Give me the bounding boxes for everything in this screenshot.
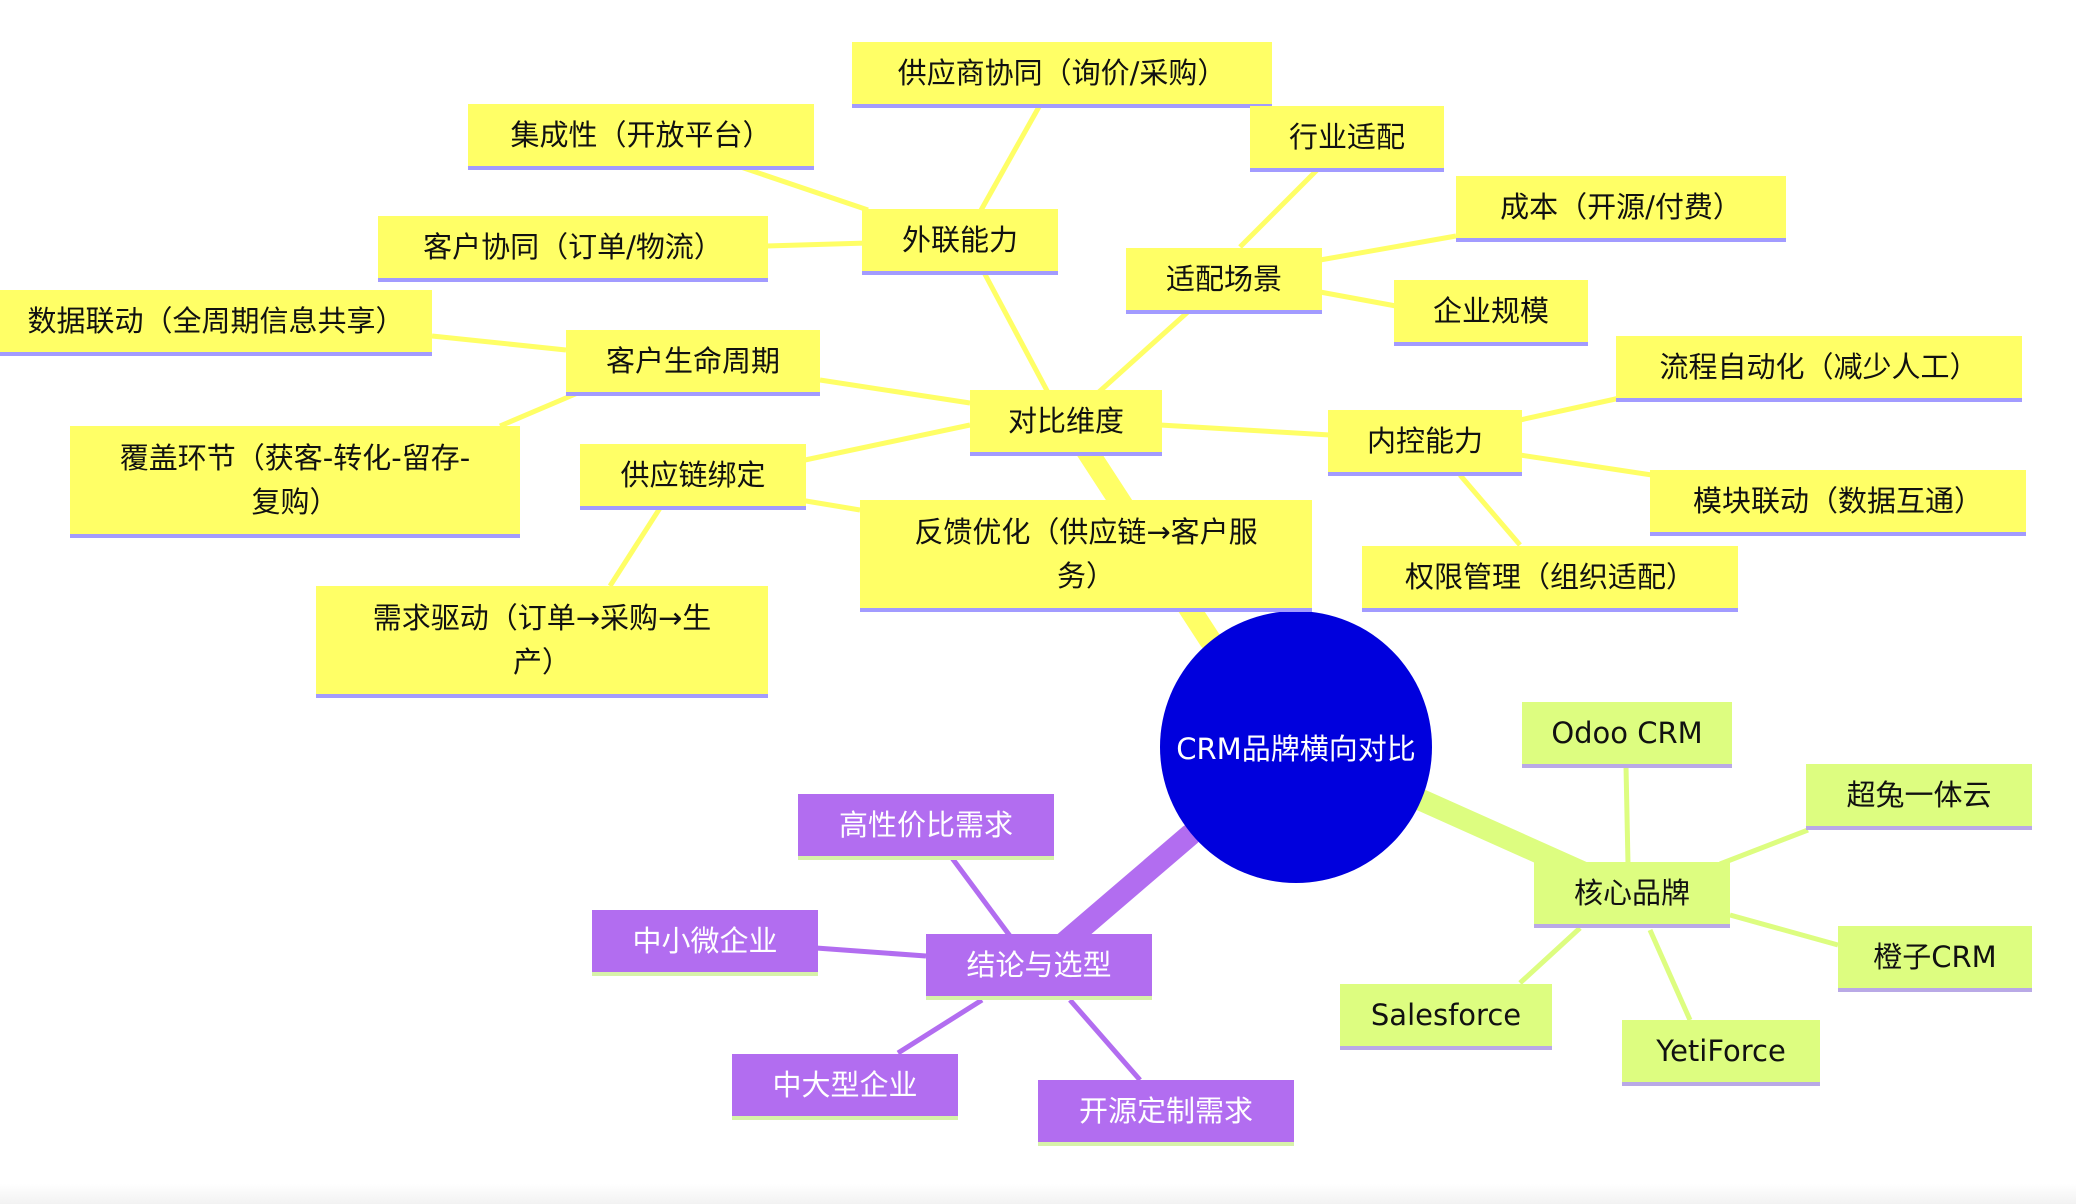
edge-dim-scenarios [1088, 308, 1192, 402]
node-integration-label: 集成性（开放平台） [510, 118, 772, 152]
node-supplier-collab-label: 供应商协同（询价/采购） [897, 56, 1227, 90]
node-permission[interactable]: 权限管理（组织适配） [1362, 546, 1738, 612]
edge-sc-cost [1319, 233, 1457, 263]
edge-scb-demand [607, 506, 663, 588]
node-customer-collab[interactable]: 客户协同（订单/物流） [378, 216, 768, 282]
node-large[interactable]: 中大型企业 [732, 1054, 958, 1120]
edge-brand-chaotu [1719, 827, 1809, 867]
node-internal[interactable]: 内控能力 [1328, 410, 1522, 476]
node-automation[interactable]: 流程自动化（减少人工） [1616, 336, 2022, 402]
edge-con-large [896, 997, 984, 1056]
node-automation-label: 流程自动化（减少人工） [1659, 350, 1979, 384]
node-dimensions-label: 对比维度 [1007, 404, 1124, 438]
node-brand-salesforce[interactable]: Salesforce [1340, 984, 1552, 1050]
edge-con-value [949, 856, 1013, 938]
edge-dim-feedback [799, 497, 861, 513]
edge-ic-module [1519, 452, 1653, 478]
root-node-label: CRM品牌横向对比 [1176, 732, 1416, 766]
node-brand-yetiforce-label: YetiForce [1656, 1034, 1786, 1068]
node-conclusion-label: 结论与选型 [966, 948, 1112, 982]
edge-con-opensource [1068, 998, 1142, 1082]
node-opensource[interactable]: 开源定制需求 [1038, 1080, 1294, 1146]
node-supplier-collab[interactable]: 供应商协同（询价/采购） [852, 42, 1272, 108]
node-cost[interactable]: 成本（开源/付费） [1456, 176, 1786, 242]
node-coverage[interactable]: 覆盖环节（获客-转化-留存-复购） [70, 426, 520, 538]
node-external-label: 外联能力 [901, 223, 1018, 257]
node-lifecycle[interactable]: 客户生命周期 [566, 330, 820, 396]
node-brands-label: 核心品牌 [1573, 876, 1690, 910]
edge-lc-coverage [499, 389, 581, 429]
node-brand-odoo[interactable]: Odoo CRM [1522, 702, 1732, 768]
node-lifecycle-label: 客户生命周期 [605, 344, 780, 378]
node-cost-label: 成本（开源/付费） [1500, 190, 1742, 224]
node-brand-chengzi-label: 橙子CRM [1873, 940, 1997, 974]
node-brand-yetiforce[interactable]: YetiForce [1622, 1020, 1820, 1086]
edge-ic-automation [1519, 395, 1621, 423]
node-internal-label: 内控能力 [1366, 424, 1483, 458]
node-module-link[interactable]: 模块联动（数据互通） [1650, 470, 2026, 536]
edge-brand-chengzi [1729, 912, 1839, 948]
node-conclusion[interactable]: 结论与选型 [926, 934, 1152, 1000]
edge-dim-supply [804, 422, 971, 463]
node-opensource-label: 开源定制需求 [1078, 1094, 1253, 1128]
node-industry-label: 行业适配 [1288, 120, 1405, 154]
bottom-fade [0, 1184, 2076, 1204]
node-supply-chain[interactable]: 供应链绑定 [580, 444, 806, 510]
edge-dim-internal [1159, 422, 1331, 438]
node-industry[interactable]: 行业适配 [1250, 106, 1444, 172]
edge-con-smb [815, 945, 927, 959]
node-supply-chain-label: 供应链绑定 [620, 458, 766, 492]
edge-sc-scale [1319, 289, 1397, 309]
edge-brand-odoo [1623, 765, 1631, 865]
edge-ic-permission [1458, 473, 1522, 547]
node-external[interactable]: 外联能力 [862, 209, 1058, 275]
node-integration[interactable]: 集成性（开放平台） [468, 104, 814, 170]
edge-dim-lifecycle [819, 377, 971, 406]
node-data-link[interactable]: 数据联动（全周期信息共享） [0, 290, 432, 356]
root-node[interactable]: CRM品牌横向对比 [1160, 611, 1432, 883]
node-permission-label: 权限管理（组织适配） [1404, 560, 1695, 594]
node-demand-label: 需求驱动（订单→采购→生产） [372, 601, 712, 679]
node-coverage-label: 覆盖环节（获客-转化-留存-复购） [119, 441, 471, 519]
node-smb[interactable]: 中小微企业 [592, 910, 818, 976]
node-brand-chaotu-label: 超兔一体云 [1846, 778, 1992, 812]
node-brand-chengzi[interactable]: 橙子CRM [1838, 926, 2032, 992]
node-brand-odoo-label: Odoo CRM [1551, 716, 1703, 750]
node-smb-label: 中小微企业 [632, 924, 778, 958]
node-feedback[interactable]: 反馈优化（供应链→客户服务） [860, 500, 1312, 612]
node-value-label: 高性价比需求 [838, 808, 1013, 842]
node-feedback-label: 反馈优化（供应链→客户服务） [914, 515, 1258, 593]
node-scenarios[interactable]: 适配场景 [1126, 248, 1322, 314]
node-scale[interactable]: 企业规模 [1394, 280, 1588, 346]
node-brand-chaotu[interactable]: 超兔一体云 [1806, 764, 2032, 830]
node-brands[interactable]: 核心品牌 [1534, 862, 1730, 928]
node-dimensions[interactable]: 对比维度 [970, 390, 1162, 456]
node-demand[interactable]: 需求驱动（订单→采购→生产） [316, 586, 768, 698]
node-customer-collab-label: 客户协同（订单/物流） [423, 230, 723, 264]
node-brand-salesforce-label: Salesforce [1370, 998, 1522, 1032]
edge-lc-data [431, 333, 567, 353]
edge-brand-salesforce [1518, 926, 1582, 985]
edge-ext-customer [765, 240, 869, 249]
edge-brand-yetiforce [1647, 928, 1693, 1022]
node-value[interactable]: 高性价比需求 [798, 794, 1054, 860]
edge-sc-industry [1238, 165, 1322, 249]
edge-ext-supplier [977, 103, 1043, 214]
node-scenarios-label: 适配场景 [1165, 262, 1282, 296]
node-data-link-label: 数据联动（全周期信息共享） [27, 304, 405, 338]
node-module-link-label: 模块联动（数据互通） [1692, 484, 1983, 518]
node-scale-label: 企业规模 [1432, 294, 1549, 328]
node-large-label: 中大型企业 [772, 1068, 918, 1102]
